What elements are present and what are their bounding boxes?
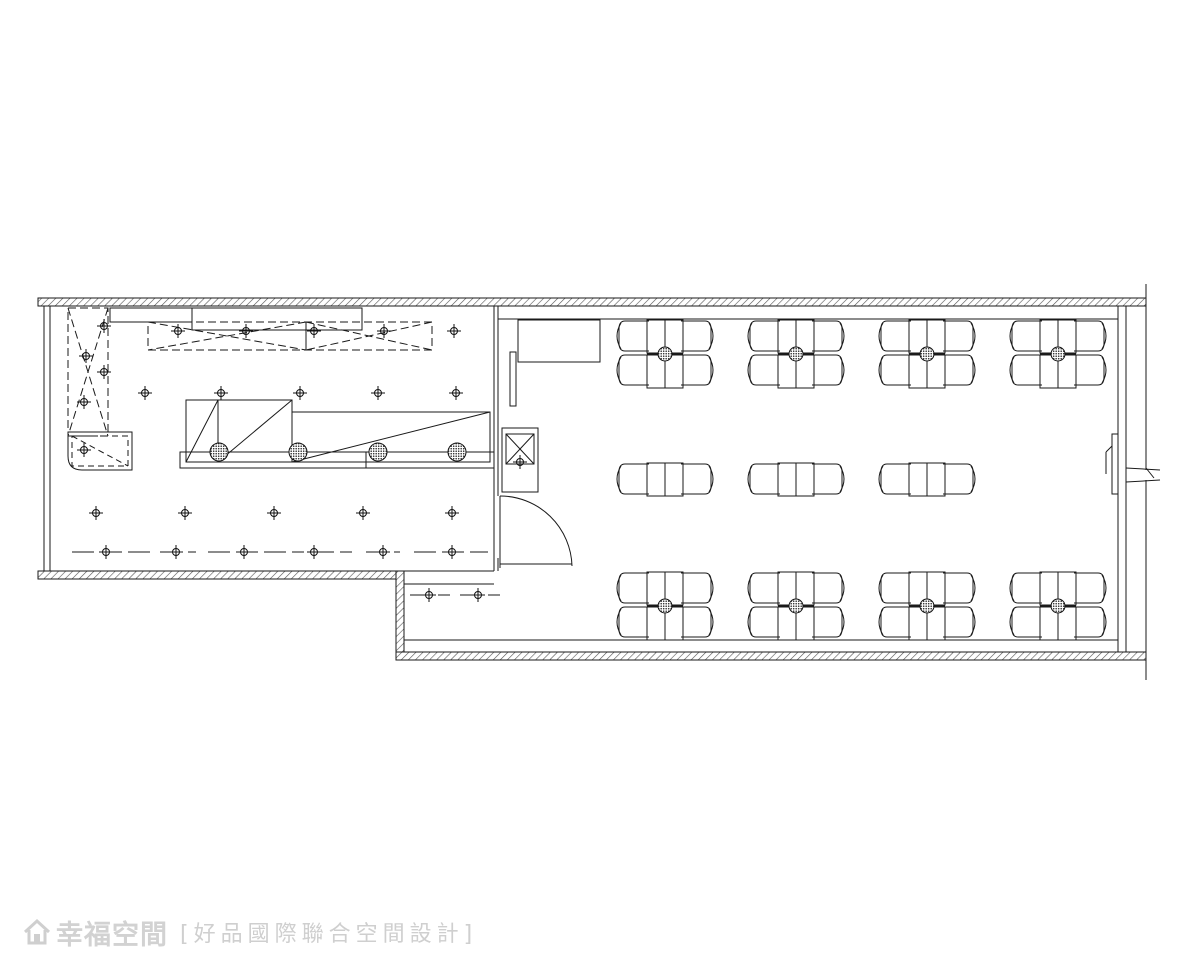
dining-table-pair (747, 462, 845, 497)
dining-table-pair (878, 462, 976, 497)
watermark: 幸福空間 [好品國際聯合空間設計] (22, 915, 478, 951)
watermark-brand: 幸福空間 (56, 919, 168, 951)
dining-table-group (1009, 571, 1107, 641)
downlight-icon (78, 348, 94, 364)
stool-icon (288, 442, 308, 462)
stool-icon (447, 442, 467, 462)
dining-area (616, 319, 1107, 641)
downlight-icon (355, 505, 371, 521)
downlight-icon (446, 323, 462, 339)
downlight-icon (376, 323, 392, 339)
downlight-icon (88, 505, 104, 521)
downlight-icon (306, 323, 322, 339)
counter-stools (209, 442, 467, 462)
walls (37, 284, 1161, 680)
downlight-icon (512, 454, 528, 470)
dining-table-group (878, 319, 976, 389)
service-area (499, 319, 1119, 568)
dining-table-group (1009, 319, 1107, 389)
kitchen-area (67, 307, 495, 471)
track-lights (72, 551, 500, 596)
dining-table-pair (616, 462, 714, 497)
downlight-icon (96, 364, 112, 380)
downlight-icon (213, 385, 229, 401)
downlight-icon (177, 505, 193, 521)
downlight-icon (292, 385, 308, 401)
dining-table-group (878, 571, 976, 641)
stool-icon (209, 442, 229, 462)
dining-table-group (747, 319, 845, 389)
downlight-icon (444, 505, 460, 521)
downlight-icon (76, 394, 92, 410)
house-logo-icon (22, 918, 52, 946)
downlight-icon (137, 385, 153, 401)
dining-table-group (616, 319, 714, 389)
downlight-icon (238, 323, 254, 339)
downlight-icon (370, 385, 386, 401)
dining-table-group (747, 571, 845, 641)
downlight-icon (96, 318, 112, 334)
dining-table-group (616, 571, 714, 641)
downlight-icon (76, 442, 92, 458)
downlight-icon (266, 505, 282, 521)
watermark-firm: [好品國際聯合空間設計] (180, 922, 478, 947)
stool-icon (368, 442, 388, 462)
downlight-icon (448, 385, 464, 401)
